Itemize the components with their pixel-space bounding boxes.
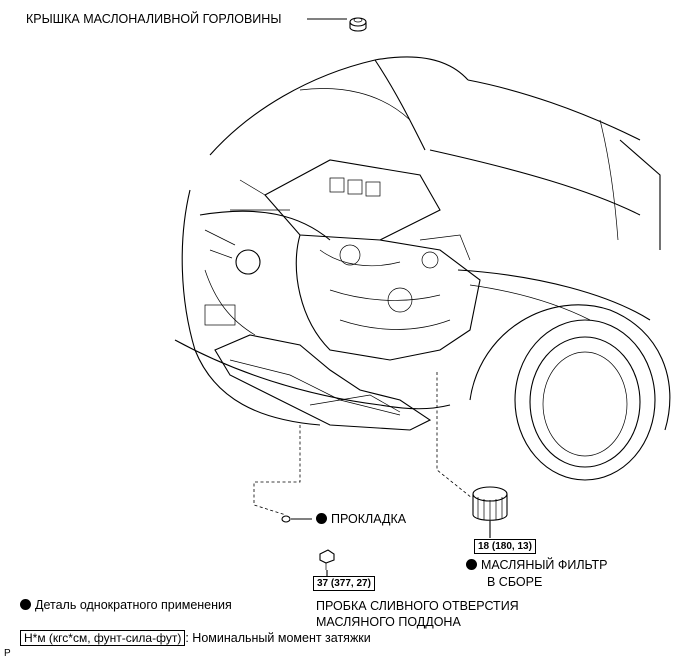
oil-filter-torque-box: 18 (180, 13): [474, 539, 536, 554]
drain-plug-label-line2: МАСЛЯНОГО ПОДДОНА: [316, 615, 461, 629]
legend-single-use-text: Деталь однократного применения: [35, 598, 232, 612]
gasket-callout: ПРОКЛАДКА: [316, 512, 406, 527]
engine-under-cover: [214, 334, 432, 431]
oil-filler-cap-label: КРЫШКА МАСЛОНАЛИВНОЙ ГОРЛОВИНЫ: [26, 12, 282, 26]
gasket-icon: [281, 515, 291, 523]
oil-filler-cap-icon: [349, 17, 367, 32]
legend-unit-desc: : Номинальный момент затяжки: [185, 631, 371, 645]
single-use-dot-icon: [20, 599, 31, 610]
corner-mark: P: [4, 648, 11, 659]
legend-unit-box: Н*м (кгс*см, фунт-сила-фут): [20, 630, 186, 646]
legend-torque: Н*м (кгс*см, фунт-сила-фут): Номинальный…: [20, 630, 371, 646]
drain-plug-torque-box: 37 (377, 27): [313, 576, 375, 591]
drain-plug-icon: [319, 549, 335, 570]
oil-filter-callout: МАСЛЯНЫЙ ФИЛЬТР: [466, 558, 607, 573]
single-use-dot-icon: [466, 559, 477, 570]
oil-filter-icon: [472, 486, 508, 521]
legend-single-use: Деталь однократного применения: [20, 598, 232, 613]
gasket-label: ПРОКЛАДКА: [331, 512, 407, 526]
car-body-outline: [174, 56, 671, 481]
oil-filter-label-line1: МАСЛЯНЫЙ ФИЛЬТР: [481, 558, 608, 572]
drain-plug-label-line1: ПРОБКА СЛИВНОГО ОТВЕРСТИЯ: [316, 599, 519, 613]
engine-assembly: [230, 159, 481, 361]
single-use-dot-icon: [316, 513, 327, 524]
oil-filter-label-line2: В СБОРЕ: [487, 575, 543, 589]
